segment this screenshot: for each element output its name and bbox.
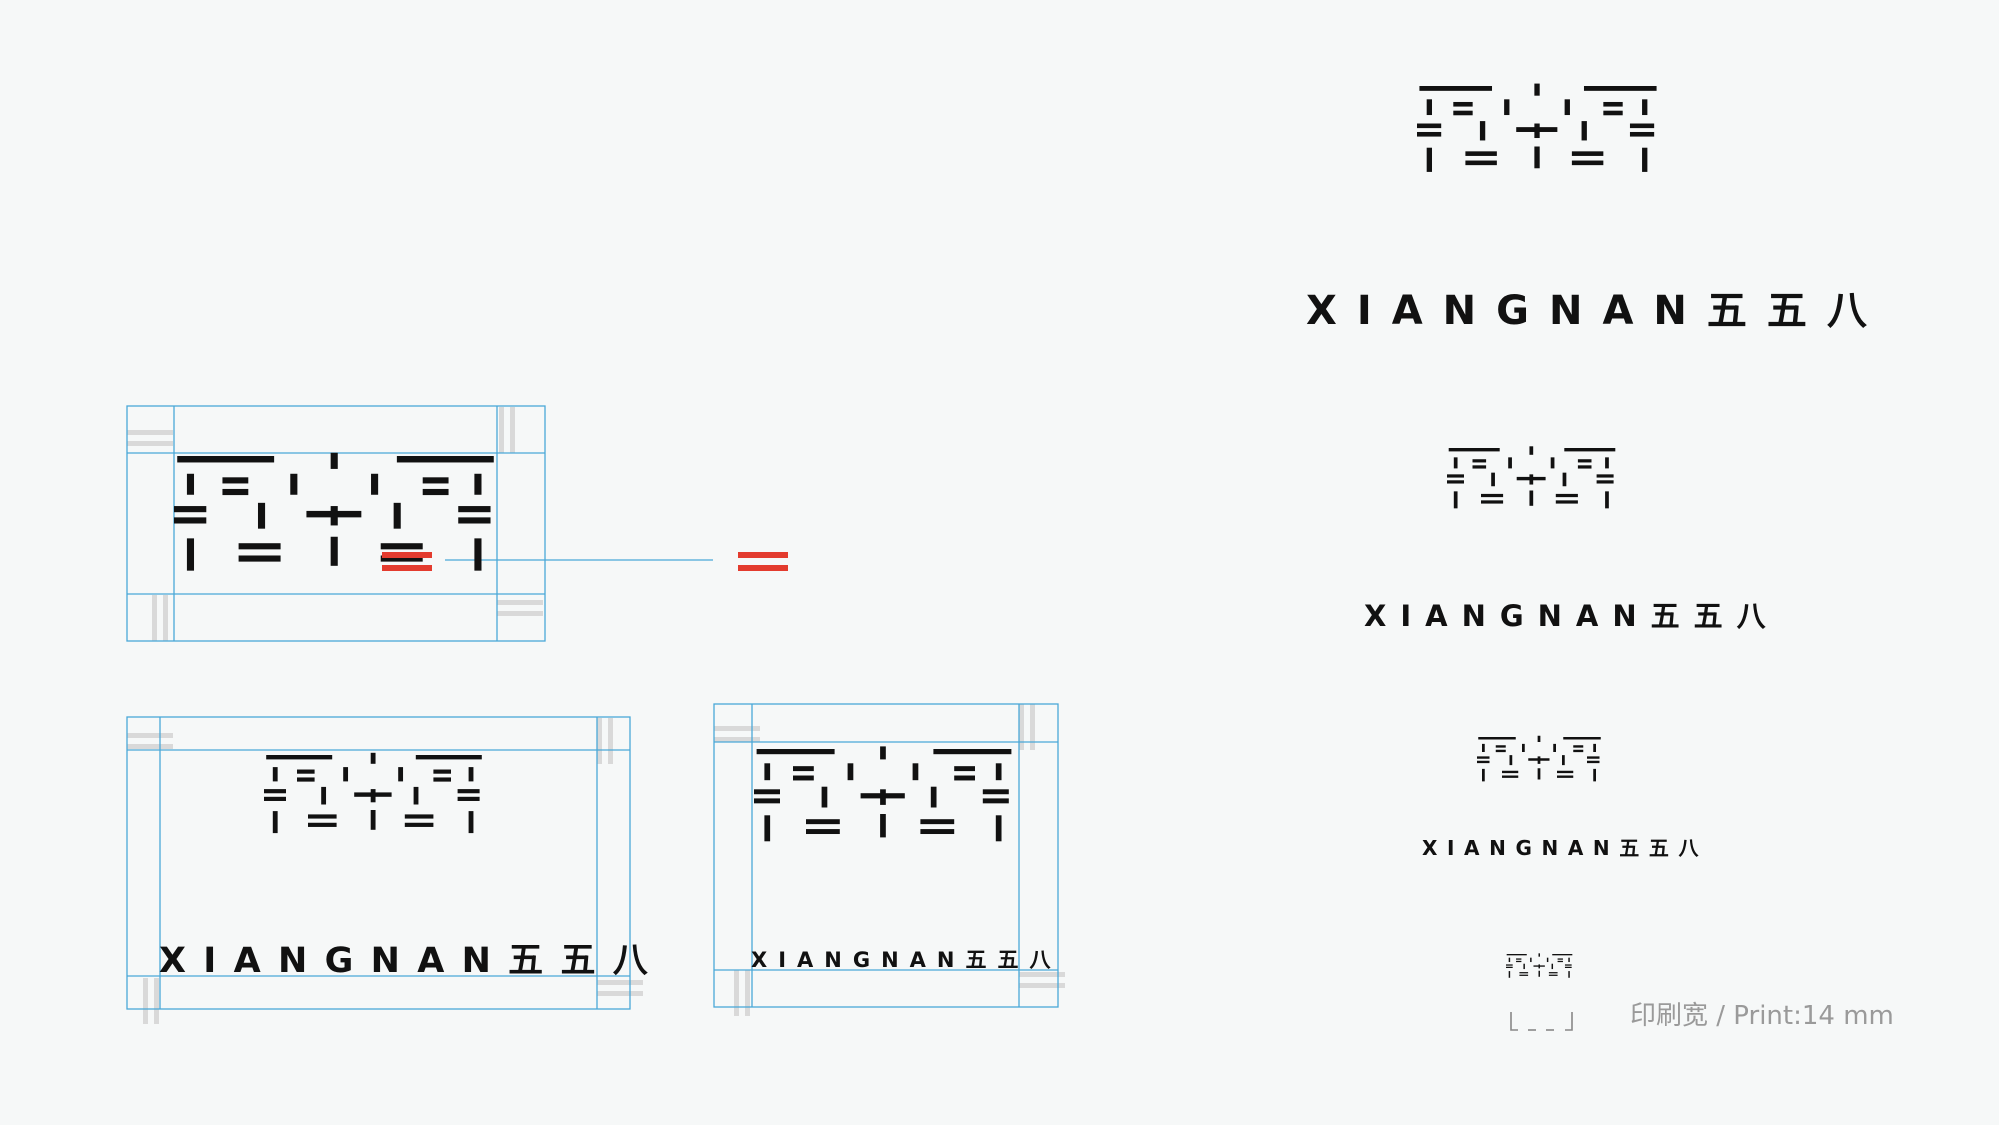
equals-mark-icon [738, 552, 788, 571]
guide-lines [713, 703, 1059, 1008]
equals-mark-icon [382, 552, 432, 571]
logo-glyph-icon [1417, 83, 1657, 172]
logo-glyph-icon [264, 752, 482, 834]
logo-glyph-icon [1447, 446, 1616, 509]
clearspace-diagram [126, 405, 788, 642]
guide-lines [126, 716, 631, 1010]
compact-lockup-diagram [713, 703, 1065, 1016]
horizontal-lockup-diagram [126, 716, 643, 1024]
wordmark-horizontal-lockup: XIANGNAN五五八 [159, 941, 666, 981]
wordmark-large: XIANGNAN五五八 [1306, 288, 1887, 334]
wordmark-compact-lockup: XIANGNAN五五八 [751, 948, 1062, 972]
logo-glyph-icon [1506, 953, 1573, 978]
guide-lines [126, 405, 713, 642]
logo-glyph-icon [174, 452, 494, 571]
logo-glyph-icon [754, 746, 1012, 842]
print-width-caption: 印刷宽 / Print:14 mm [1630, 1001, 1894, 1031]
logo-glyph-icon [1477, 735, 1601, 782]
wordmark-medium: XIANGNAN五五八 [1364, 599, 1780, 633]
wordmark-small: XIANGNAN五五八 [1422, 836, 1709, 860]
print-width-bracket-icon [1510, 1012, 1573, 1031]
